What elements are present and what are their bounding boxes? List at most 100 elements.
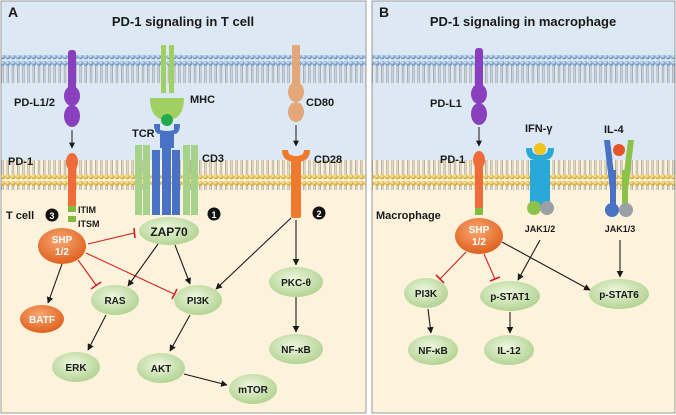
batf-node	[20, 305, 64, 333]
akt-to-mtor	[183, 373, 228, 387]
pi3k-to-nfkb-b	[426, 308, 434, 334]
batf-label: BATF	[29, 315, 55, 326]
zap70-to-ras	[127, 243, 159, 287]
ifng-label: IFN-γ	[525, 123, 553, 135]
pkc-label: PKC-θ	[281, 278, 311, 289]
akt-label: AKT	[151, 364, 172, 375]
shp-inhibits-ras	[77, 259, 97, 286]
panel-b-apc-membrane	[372, 55, 675, 83]
pd1-label-b: PD-1	[440, 154, 465, 166]
cd28-label: CD28	[314, 154, 342, 166]
shp-inhibits-zap70	[87, 232, 135, 245]
ifng-receptor	[526, 143, 554, 215]
panel-b: B PD-1 signaling in macrophage PD-L1 PD-…	[371, 0, 676, 414]
cd80-ligand	[288, 45, 304, 122]
itsm-label: ITSM	[78, 219, 100, 229]
jak12-to-pstat1	[517, 239, 541, 281]
marker-2-label: 2	[316, 209, 321, 219]
nfkb-b-label: NF-κB	[418, 346, 447, 357]
shp-b-line1: SHP	[469, 225, 490, 236]
pd1-label: PD-1	[8, 156, 33, 168]
cd3-label: CD3	[202, 153, 224, 165]
mhc-label: MHC	[190, 94, 215, 106]
cd28-to-pi3k	[215, 217, 292, 290]
il4-label: IL-4	[604, 124, 624, 136]
pi3k-to-akt	[169, 314, 191, 352]
shp-inhibits-pi3k	[85, 252, 175, 295]
pi3k-b-label: PI3K	[415, 289, 438, 300]
mtor-label: mTOR	[238, 385, 269, 396]
mtor-node	[229, 374, 277, 404]
panel-b-extracellular	[372, 1, 675, 172]
pdl1-label: PD-L1	[430, 98, 462, 110]
tcr-label: TCR	[132, 128, 155, 140]
pd1-receptor-b	[473, 151, 485, 215]
pstat1-label: p-STAT1	[490, 292, 530, 303]
pstat6-node	[589, 279, 649, 309]
cd3-complex	[135, 145, 198, 215]
tcr-complex	[152, 124, 180, 215]
jak12-label: JAK1/2	[525, 224, 556, 234]
panel-a-title: PD-1 signaling in T cell	[112, 14, 254, 29]
erk-label: ERK	[65, 363, 87, 374]
panel-a: A PD-1 signaling in T cell PD-L1/2 PD-1 …	[0, 0, 367, 414]
cd28-receptor	[282, 150, 310, 218]
marker-3-label: 3	[49, 211, 54, 221]
panel-a-edges	[46, 217, 300, 387]
pstat1-node	[480, 281, 540, 311]
marker-1-label: 1	[211, 210, 216, 220]
shp-to-pstat6	[501, 241, 591, 291]
panel-b-edges	[426, 239, 624, 334]
nfkb-node-a	[269, 334, 323, 364]
shp12-node-a	[38, 228, 86, 264]
shp-inhibits-pi3k-bar	[171, 288, 178, 300]
akt-node	[137, 353, 185, 383]
marker-2	[312, 206, 326, 220]
shp-a-line1: SHP	[52, 235, 73, 246]
nfkb-a-label: NF-κB	[281, 345, 310, 356]
marker-3	[45, 208, 59, 222]
il12-node	[484, 335, 534, 365]
shp-inhibits-pi3k-b-bar	[435, 274, 445, 284]
pdl12-ligand	[64, 50, 80, 127]
shp-inhibits-pi3k-b	[439, 251, 467, 280]
shp12-node-b	[455, 218, 503, 254]
zap70-node	[139, 217, 199, 245]
zap70-to-pi3k	[174, 244, 191, 285]
shp-inhibits-pstat1	[483, 253, 496, 280]
macrophage-label: Macrophage	[376, 210, 441, 222]
shp-b-line2: 1/2	[472, 237, 486, 248]
panel-a-apc-membrane	[1, 55, 366, 83]
ras-label: RAS	[104, 296, 125, 307]
pd1-receptor	[66, 153, 78, 222]
cd80-label: CD80	[306, 97, 334, 109]
nfkb-node-b	[408, 335, 458, 365]
panel-b-letter: B	[379, 4, 389, 20]
pi3k-node-b	[404, 278, 448, 308]
il4-receptor	[604, 140, 634, 217]
shp-to-batf	[46, 263, 63, 304]
ras-to-erk	[87, 314, 107, 351]
panel-a-extracellular	[1, 1, 366, 62]
pstat6-label: p-STAT6	[599, 290, 639, 301]
shp-a-line2: 1/2	[55, 247, 69, 258]
panel-b-title: PD-1 signaling in macrophage	[430, 14, 616, 29]
mhc-molecule	[150, 45, 184, 126]
zap70-label: ZAP70	[150, 225, 188, 239]
shp-inhibits-ras-bar	[90, 281, 102, 290]
itim-label: ITIM	[78, 205, 96, 215]
pdl12-label: PD-L1/2	[14, 97, 55, 109]
il12-label: IL-12	[497, 346, 521, 357]
panel-a-letter: A	[8, 4, 18, 20]
jak13-label: JAK1/3	[605, 224, 636, 234]
tcell-label: T cell	[6, 210, 34, 222]
pi3k-a-label: PI3K	[187, 296, 210, 307]
shp-inhibits-pstat1-bar	[489, 276, 501, 282]
pi3k-node-a	[174, 285, 222, 315]
ras-node	[91, 285, 139, 315]
shp-inhibits-zap70-bar	[133, 227, 136, 239]
pkc-node	[269, 267, 323, 297]
erk-node	[52, 352, 100, 382]
